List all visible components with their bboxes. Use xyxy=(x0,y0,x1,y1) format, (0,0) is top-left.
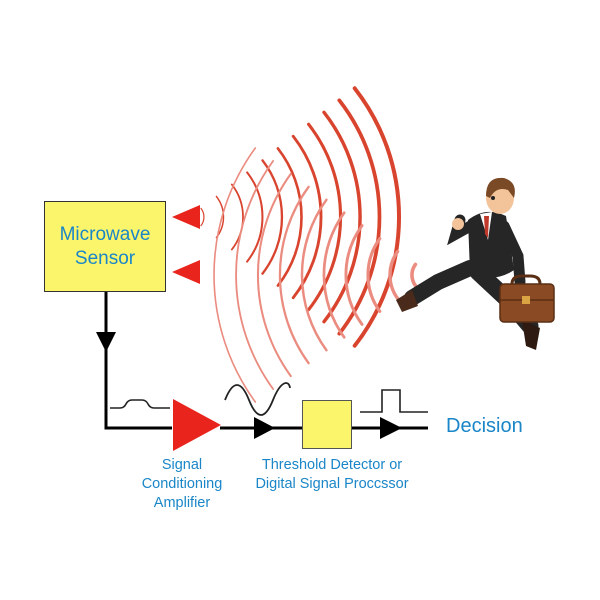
amplifier-label: Signal Conditioning Amplifier xyxy=(122,456,242,513)
down-flow-arrow xyxy=(96,332,116,352)
amplified-signal-waveform xyxy=(224,382,291,416)
processor-label-line2: Digital Signal Proccssor xyxy=(255,476,409,492)
reflected-wave-arc-7 xyxy=(278,185,310,365)
flow-arrow-2 xyxy=(380,417,402,439)
reflected-wave-group xyxy=(213,147,418,403)
digital-output-waveform xyxy=(360,389,428,413)
sensor-label-line1: Microwave xyxy=(59,223,151,245)
briefcase-icon xyxy=(499,274,555,323)
outgoing-wave-arc-2 xyxy=(215,195,225,239)
reflected-wave-arc-3 xyxy=(366,237,382,313)
outgoing-wave-arc-9 xyxy=(322,110,362,324)
outgoing-wave-arc-6 xyxy=(276,147,303,287)
outgoing-wave-arc-4 xyxy=(246,171,264,263)
processor-label-line1: Threshold Detector or xyxy=(261,457,403,473)
sensor-label-line2: Sensor xyxy=(74,247,136,269)
reflected-wave-arc-5 xyxy=(322,211,346,339)
processor-block xyxy=(302,400,352,449)
flow-arrow-1 xyxy=(254,417,275,439)
reflected-wave-arc-4 xyxy=(344,224,364,326)
processor-label: Threshold Detector or Digital Signal Pro… xyxy=(232,456,432,494)
outgoing-wave-arc-7 xyxy=(291,134,323,300)
outgoing-wave-arc-11 xyxy=(352,86,402,348)
raw-signal-waveform xyxy=(110,399,170,409)
outgoing-wave-arc-3 xyxy=(230,183,244,251)
reflected-wave-arc-8 xyxy=(256,172,292,378)
reflected-wave-arc-9 xyxy=(235,160,275,390)
reflected-wave-arc-6 xyxy=(300,198,328,352)
decision-label: Decision xyxy=(446,415,523,437)
transmit-arrow-icon xyxy=(172,205,200,229)
amplifier-label-line3: Amplifier xyxy=(153,495,211,511)
reflected-wave-arc-2 xyxy=(388,249,400,301)
amplifier-label-line1: Signal xyxy=(161,457,203,473)
amplifier-triangle xyxy=(173,399,221,451)
microwave-sensor-block: Microwave Sensor xyxy=(44,201,166,292)
outgoing-wave-group xyxy=(200,86,402,348)
amplifier-label-line2: Conditioning xyxy=(141,476,223,492)
outgoing-wave-arc-10 xyxy=(337,98,382,336)
running-businessman-icon xyxy=(396,177,540,350)
outgoing-wave-arc-5 xyxy=(261,159,284,275)
outgoing-wave-arc-1 xyxy=(200,207,205,227)
reflected-wave-arc-10 xyxy=(213,147,257,403)
receive-arrow-icon xyxy=(172,260,200,284)
reflected-wave-arc-1 xyxy=(410,262,418,288)
